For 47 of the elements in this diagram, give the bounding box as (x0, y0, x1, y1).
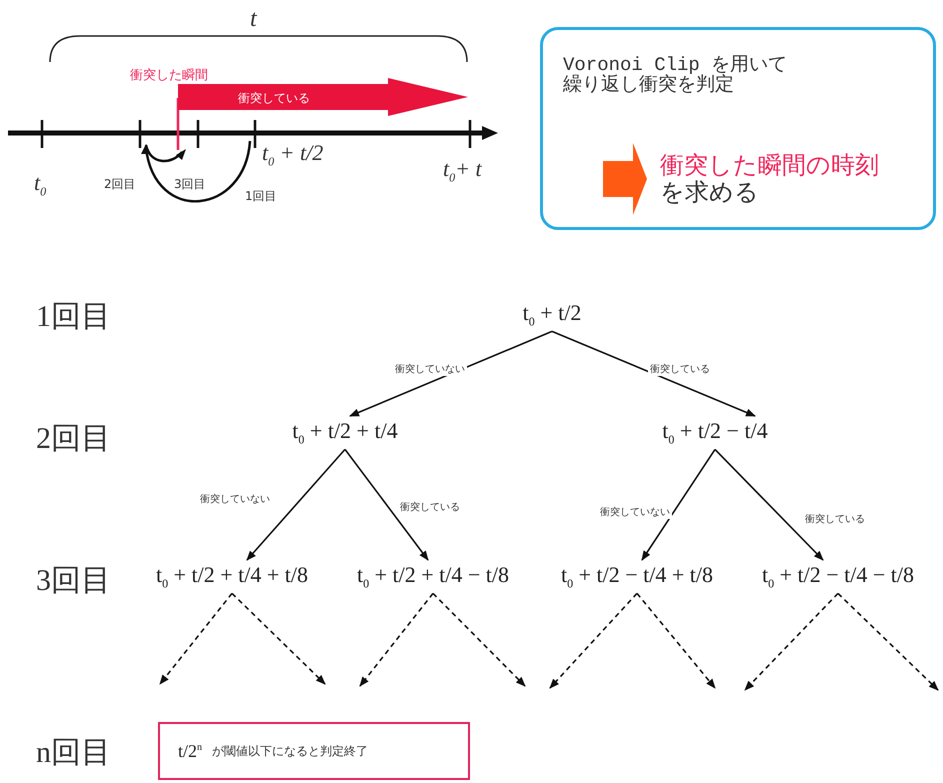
formula: t$_{0}$ + t/2 − t/4 − t/8 (758, 560, 918, 594)
arrow (549, 592, 638, 689)
edge-label: 衝突していない (598, 505, 672, 519)
edge-label: 衝突していない (393, 362, 467, 376)
step-label: 3回目 (174, 176, 206, 193)
arrow (837, 592, 939, 691)
condition-text: が閾値以下になると判定終了 (212, 742, 368, 760)
tick-label: t$_{0}$ + t/2 (262, 140, 324, 170)
arrow (432, 592, 526, 687)
brace-label: t (250, 6, 257, 33)
edge-label: 衝突している (648, 362, 712, 376)
step-label: 1回目 (245, 188, 277, 205)
arrow (636, 592, 716, 689)
note-box (540, 27, 936, 230)
arrow (359, 592, 434, 687)
formula: t$_{0}$ + t/2 + t/4 − t/8 (352, 560, 514, 594)
formula: t$_{0}$ + t/2 − t/4 (658, 416, 772, 450)
arrow (714, 448, 824, 561)
edge-label: 衝突している (803, 512, 867, 526)
formula: t$_{0}$ + t/2 + t/4 (288, 416, 402, 450)
tick-label: t$_{0}$ (34, 170, 46, 200)
row-label: n回目 (36, 735, 111, 771)
arrow (744, 592, 839, 691)
moment-label: 衝突した瞬間 (130, 67, 208, 84)
row-label: 1回目 (36, 299, 111, 335)
arrow (246, 448, 346, 561)
formula: t/2$^{n}$ (178, 740, 202, 762)
arrow (349, 330, 552, 417)
note-text: Voronoi Clip を用いて繰り返し衝突を判定 (563, 56, 788, 96)
formula: t$_{0}$ + t/2 + t/4 + t/8 (152, 560, 312, 594)
formula: t$_{0}$ + t/2 (518, 298, 586, 332)
row-label: 2回目 (36, 421, 111, 457)
arrow (231, 592, 326, 685)
formula: t$_{0}$ + t/2 − t/4 + t/8 (556, 560, 718, 594)
arrow (552, 330, 756, 417)
arrow (344, 448, 429, 561)
result-text: 衝突した瞬間の時刻 (660, 153, 879, 178)
arrow (159, 592, 233, 685)
tick-label: t$_{0}$+ t (443, 156, 482, 186)
end-condition-box (158, 722, 470, 780)
row-label: 3回目 (36, 563, 111, 599)
arrow (641, 448, 716, 561)
result-text: を求める (660, 180, 759, 206)
edge-label: 衝突していない (198, 492, 272, 506)
arrow-label: 衝突している (238, 90, 310, 107)
step-label: 2回目 (104, 176, 136, 193)
edge-label: 衝突している (398, 500, 462, 514)
